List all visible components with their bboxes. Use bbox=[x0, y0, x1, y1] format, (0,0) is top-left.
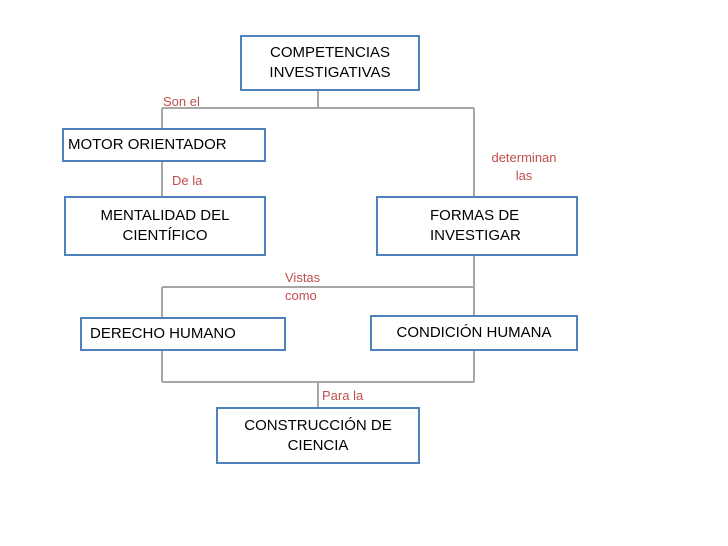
node-construccion-de-ciencia: CONSTRUCCIÓN DE CIENCIA bbox=[216, 407, 420, 464]
edge-label-son-el: Son el bbox=[163, 94, 200, 109]
node-mentalidad-label: MENTALIDAD DEL CIENTÍFICO bbox=[100, 207, 230, 244]
node-formas-de-investigar: FORMAS DE INVESTIGAR bbox=[376, 196, 578, 256]
edge-label-vistas-como: Vistas como bbox=[285, 270, 321, 303]
node-motor-label: MOTOR ORIENTADOR bbox=[68, 136, 227, 153]
node-competencias-label: COMPETENCIAS INVESTIGATIVAS bbox=[269, 44, 391, 81]
node-condicion-label: CONDICIÓN HUMANA bbox=[396, 324, 552, 341]
edge-label-de-la: De la bbox=[172, 173, 203, 188]
node-derecho-humano: DERECHO HUMANO bbox=[80, 317, 286, 351]
edge-label-determinan-las: determinan las bbox=[491, 150, 557, 183]
node-construccion-label: CONSTRUCCIÓN DE CIENCIA bbox=[244, 416, 392, 454]
node-formas-label: FORMAS DE INVESTIGAR bbox=[430, 207, 521, 244]
node-derecho-label: DERECHO HUMANO bbox=[90, 325, 236, 342]
node-competencias-investigativas: COMPETENCIAS INVESTIGATIVAS bbox=[240, 35, 420, 91]
node-motor-orientador: MOTOR ORIENTADOR bbox=[62, 128, 266, 162]
edge-label-para-la: Para la bbox=[322, 388, 364, 403]
node-condicion-humana: CONDICIÓN HUMANA bbox=[370, 315, 578, 351]
node-mentalidad-del-cientifico: MENTALIDAD DEL CIENTÍFICO bbox=[64, 196, 266, 256]
